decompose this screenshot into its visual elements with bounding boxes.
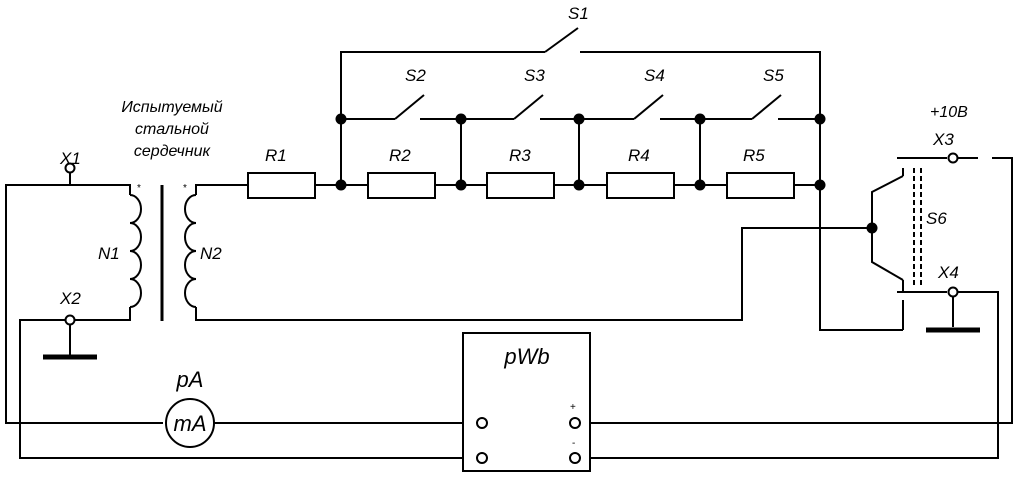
resistor-r1 (247, 172, 316, 199)
ammeter-label: pA (176, 367, 204, 392)
winding-n2-dot: * (183, 183, 187, 194)
winding-n1-label: N1 (98, 244, 120, 263)
fluxmeter-plus-label: + (570, 402, 576, 413)
resistor-r3 (486, 172, 555, 199)
resistor-r5 (726, 172, 795, 199)
resistor-r3-label: R3 (509, 146, 531, 165)
terminal-x3-label: X3 (932, 130, 954, 149)
switch-s2 (394, 94, 425, 120)
fluxmeter-plus-terminal (569, 417, 581, 429)
wire-s1-left (340, 51, 545, 185)
fluxmeter-input-2 (476, 452, 488, 464)
junction (335, 113, 347, 125)
s6-blades (871, 175, 904, 281)
winding-n2-label: N2 (200, 244, 222, 263)
switch-s4-label: S4 (644, 66, 665, 85)
winding-n2 (184, 194, 197, 308)
supply-wiring (578, 157, 1013, 459)
junction (573, 179, 585, 191)
wire-n1-x2 (70, 307, 131, 321)
core-caption-line-2: стальной (135, 121, 209, 138)
wire-x2-fluxmeter (19, 319, 476, 459)
core-caption-line-1: Испытуемый (121, 99, 222, 116)
ammeter (165, 398, 215, 448)
fluxmeter-input-1 (476, 417, 488, 429)
junction (455, 113, 467, 125)
ammeter-circle (165, 398, 215, 448)
fluxmeter-minus-terminal (569, 452, 581, 464)
transformer (129, 185, 197, 321)
junction (455, 179, 467, 191)
wire-x3-fluxmeter-plus (578, 157, 1013, 424)
junction (573, 113, 585, 125)
terminal-x2-label: X2 (59, 289, 81, 308)
terminal-x2 (64, 314, 76, 326)
terminal-x4-label: X4 (937, 263, 959, 282)
wire-x1-ammeter (5, 172, 163, 424)
core-caption-line-3: сердечник (134, 143, 212, 160)
switch-s6 (871, 157, 947, 330)
resistor-r4 (606, 172, 675, 199)
supply-label: +10В (930, 104, 968, 121)
terminal-x4 (947, 286, 959, 298)
terminal-x3 (947, 152, 959, 164)
fluxmeter-label: pWb (503, 344, 549, 369)
switch-s4 (633, 94, 664, 120)
secondary-wiring (195, 184, 872, 321)
switch-s5 (751, 94, 782, 120)
terminal-x1-label: X1 (59, 149, 81, 168)
ammeter-unit: mA (174, 411, 207, 436)
input-wiring (5, 172, 476, 459)
fluxmeter-minus-label: - (572, 438, 575, 449)
resistor-r2-label: R2 (389, 146, 411, 165)
junction (814, 113, 826, 125)
fluxmeter-box (462, 332, 591, 472)
winding-n1 (129, 194, 142, 308)
switch-s3-label: S3 (524, 66, 545, 85)
wire-s1-right (580, 51, 903, 331)
switch-s6-label: S6 (926, 209, 947, 228)
junction (814, 179, 826, 191)
wire-n2-r1 (195, 184, 248, 195)
wire-x1-n1 (70, 184, 131, 195)
switch-s1 (544, 27, 579, 53)
winding-n1-dot: * (137, 183, 141, 194)
resistor-r1-label: R1 (265, 146, 287, 165)
terminal-x1 (64, 162, 76, 174)
switch-s3 (513, 94, 544, 120)
junction (335, 179, 347, 191)
wire-n2-return (195, 227, 872, 321)
resistor-r2 (367, 172, 436, 199)
switch-s1-label: S1 (568, 4, 589, 23)
switch-network (340, 27, 903, 331)
resistor-r4-label: R4 (628, 146, 650, 165)
wire-x4-fluxmeter-minus (578, 291, 999, 459)
switch-s5-label: S5 (763, 66, 784, 85)
switch-s2-label: S2 (405, 66, 426, 85)
junction (694, 179, 706, 191)
resistor-r5-label: R5 (743, 146, 765, 165)
fluxmeter (462, 332, 591, 472)
core-caption: Испытуемый стальной сердечник (121, 99, 222, 160)
junction (694, 113, 706, 125)
